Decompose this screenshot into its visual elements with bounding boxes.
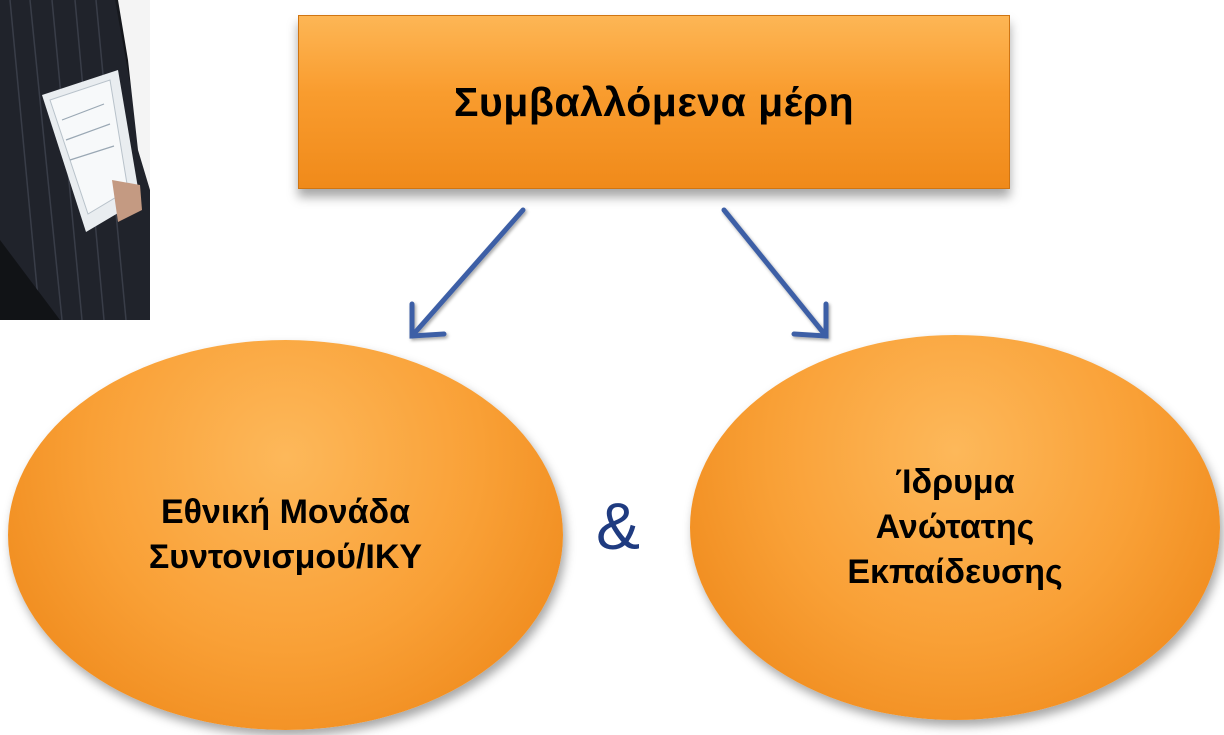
left-node-line: Συντονισμού/ΙΚΥ — [148, 538, 423, 576]
right-node-line: Ανώτατης — [875, 508, 1035, 547]
arrow-left — [409, 207, 526, 339]
left-node-text: Εθνική Μονάδα Συντονισμού/ΙΚΥ — [149, 490, 422, 580]
top-box: Συμβαλλόμενα μέρη — [298, 15, 1010, 189]
right-node-line: Ίδρυμα — [895, 463, 1015, 502]
right-node-text: Ίδρυμα Ανώτατης Εκπαίδευσης — [847, 460, 1062, 595]
left-node: Εθνική Μονάδα Συντονισμού/ΙΚΥ — [8, 340, 563, 730]
top-box-label: Συμβαλλόμενα μέρη — [453, 78, 855, 125]
photo-businessman — [0, 0, 150, 320]
arrow-right — [721, 207, 829, 339]
right-node-line: Εκπαίδευσης — [847, 552, 1063, 591]
right-node: Ίδρυμα Ανώτατης Εκπαίδευσης — [690, 335, 1220, 720]
connector-ampersand: & — [596, 489, 641, 563]
left-node-line: Εθνική Μονάδα — [160, 493, 410, 532]
